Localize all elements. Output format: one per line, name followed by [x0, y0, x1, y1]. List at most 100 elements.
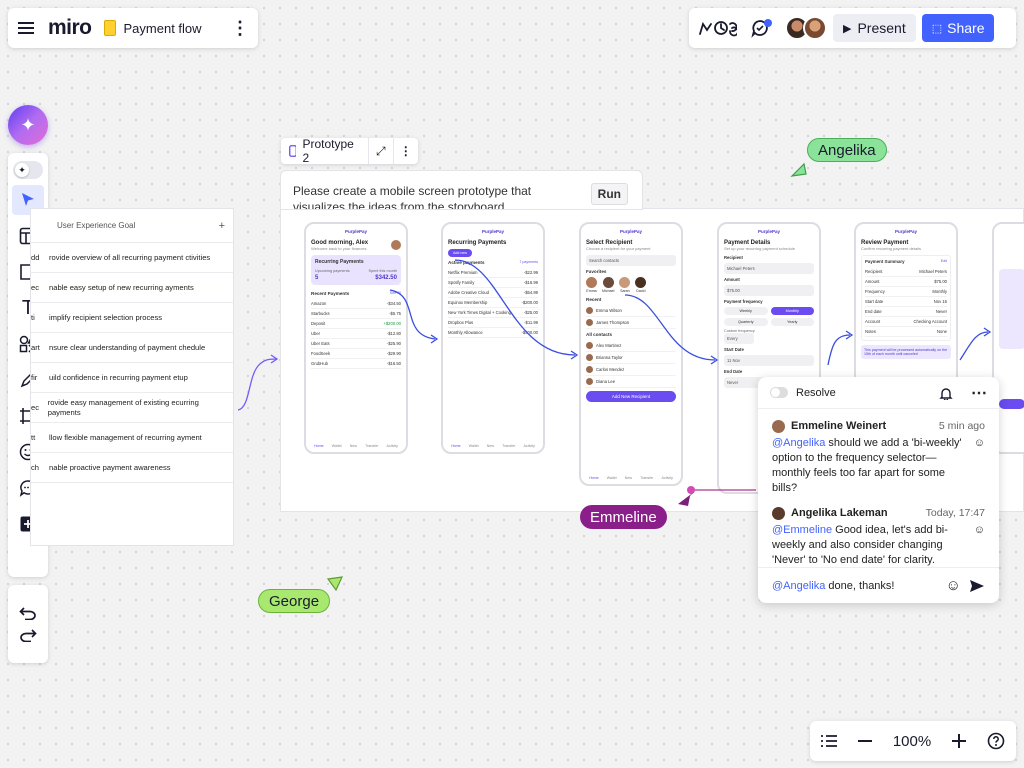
- comment-thread[interactable]: Resolve ⋯ Emmeline Weinert 5 min ago @An…: [758, 377, 999, 603]
- emoji-icon[interactable]: ☺: [945, 577, 961, 594]
- contact-row[interactable]: Diana Lee: [586, 376, 676, 388]
- contact-row[interactable]: James Thompson: [586, 317, 676, 329]
- contact-row[interactable]: Emma Wilson: [586, 305, 676, 317]
- payment-row[interactable]: New York Times Digital + Cooking-$25.00: [448, 308, 538, 318]
- amount-field[interactable]: $75.00: [724, 285, 814, 296]
- search-contacts-input[interactable]: Search contacts: [586, 255, 676, 266]
- comment-more-icon[interactable]: ⋯: [971, 384, 987, 402]
- payment-row[interactable]: Uber Eats-$25.90: [311, 339, 401, 349]
- payment-row[interactable]: GrubHub-$16.50: [311, 359, 401, 369]
- contact-row[interactable]: Alex Martinez: [586, 340, 676, 352]
- zoom-level[interactable]: 100%: [892, 732, 932, 750]
- contact-row[interactable]: Carlos Mendez: [586, 364, 676, 376]
- mention[interactable]: @Angelika: [772, 437, 826, 449]
- frequency-option[interactable]: Yearly: [770, 318, 814, 326]
- reply-input[interactable]: @Angelika done, thanks! ☺: [758, 567, 999, 603]
- tab-wallet[interactable]: Wallet: [468, 444, 479, 448]
- payment-row[interactable]: Uber-$12.80: [311, 329, 401, 339]
- bell-icon[interactable]: [939, 386, 953, 400]
- payment-row[interactable]: FoodSeek-$29.90: [311, 349, 401, 359]
- redo-icon[interactable]: [19, 628, 37, 642]
- tab-home[interactable]: Home: [589, 476, 599, 480]
- help-icon[interactable]: [987, 732, 1005, 750]
- zoom-out-icon[interactable]: [857, 740, 872, 742]
- favorite-contact[interactable]: Sarah: [619, 277, 631, 293]
- payment-row[interactable]: Starbucks-$5.75: [311, 309, 401, 319]
- tab-activity[interactable]: Activity: [386, 444, 398, 448]
- every-field[interactable]: Every: [724, 333, 754, 344]
- zoom-in-icon[interactable]: [952, 734, 967, 748]
- edit-link[interactable]: Edit: [940, 259, 947, 263]
- resolve-toggle[interactable]: [770, 387, 788, 398]
- add-new-button[interactable]: Add new: [448, 249, 472, 257]
- prototype-label[interactable]: Prototype 2 ⤢ ⋮: [281, 137, 418, 165]
- ai-toggle[interactable]: ✦: [13, 161, 43, 179]
- payment-row[interactable]: Adobe Creative Cloud-$54.99: [448, 288, 538, 298]
- send-icon[interactable]: [969, 579, 985, 593]
- tab-wallet[interactable]: Wallet: [606, 476, 617, 480]
- tab-new[interactable]: New: [349, 444, 357, 448]
- frequency-option[interactable]: Quarterly: [724, 318, 768, 326]
- chat-icon[interactable]: [745, 18, 775, 38]
- payment-row[interactable]: Netflix Premium-$22.99: [448, 268, 538, 278]
- phone-screen-recipient[interactable]: PurplePay Select Recipient Choose a reci…: [579, 222, 683, 486]
- favorite-contact[interactable]: David: [635, 277, 647, 293]
- undo-icon[interactable]: [19, 606, 37, 620]
- favorite-contact[interactable]: Emma: [586, 277, 597, 293]
- payment-row[interactable]: Monthly Allowance-$500.00: [448, 328, 538, 338]
- tab-home[interactable]: Home: [451, 444, 461, 448]
- payment-row[interactable]: Amazon-$34.50: [311, 299, 401, 309]
- tab-transfer[interactable]: Transfer: [502, 444, 516, 448]
- add-recipient-button[interactable]: Add New Recipient: [586, 391, 676, 402]
- tab-transfer[interactable]: Transfer: [365, 444, 379, 448]
- add-goal-button[interactable]: +: [218, 219, 225, 232]
- board-name[interactable]: Payment flow: [123, 20, 202, 36]
- prototype-more-icon[interactable]: ⋮: [399, 144, 412, 158]
- favorite-contact[interactable]: Michael: [602, 277, 614, 293]
- start-date-field[interactable]: 11 Nov: [724, 355, 814, 366]
- prototype-name[interactable]: Prototype 2: [281, 137, 369, 165]
- frequency-option[interactable]: Weekly: [724, 307, 768, 315]
- expand-icon[interactable]: ⤢: [369, 138, 394, 164]
- payment-row[interactable]: Amount$75.00: [865, 277, 947, 287]
- miro-logo[interactable]: miro: [48, 16, 92, 39]
- main-menu-icon[interactable]: [18, 21, 34, 35]
- board-list-icon[interactable]: [820, 735, 837, 747]
- phone-screen-home[interactable]: PurplePay Good morning, Alex Welcome bac…: [304, 222, 408, 454]
- share-button[interactable]: ⬚ Share: [921, 14, 995, 42]
- add-reaction-icon[interactable]: ☺: [973, 524, 985, 536]
- frequency-option[interactable]: Monthly: [770, 307, 814, 315]
- mention[interactable]: @Emmeline: [772, 524, 833, 536]
- see-all-link[interactable]: See All: [389, 291, 401, 295]
- tab-transfer[interactable]: Transfer: [640, 476, 654, 480]
- payment-row[interactable]: Deposit+$200.00: [311, 319, 401, 329]
- recipient-field[interactable]: Michael Peters: [724, 263, 814, 274]
- tab-new[interactable]: New: [486, 444, 494, 448]
- contact-row[interactable]: Brianna Taylor: [586, 352, 676, 364]
- payment-row[interactable]: Dropbox Plus-$11.99: [448, 318, 538, 328]
- add-reaction-icon[interactable]: ☺: [973, 437, 985, 449]
- ai-assist-button[interactable]: ✦: [8, 105, 48, 145]
- present-button[interactable]: ▶ Present: [833, 14, 916, 42]
- tab-activity[interactable]: Activity: [523, 444, 535, 448]
- payment-row[interactable]: Equinox Membership-$200.00: [448, 298, 538, 308]
- reactions-timer-icon[interactable]: [695, 18, 739, 38]
- tab-home[interactable]: Home: [314, 444, 324, 448]
- run-button[interactable]: Run: [590, 183, 628, 205]
